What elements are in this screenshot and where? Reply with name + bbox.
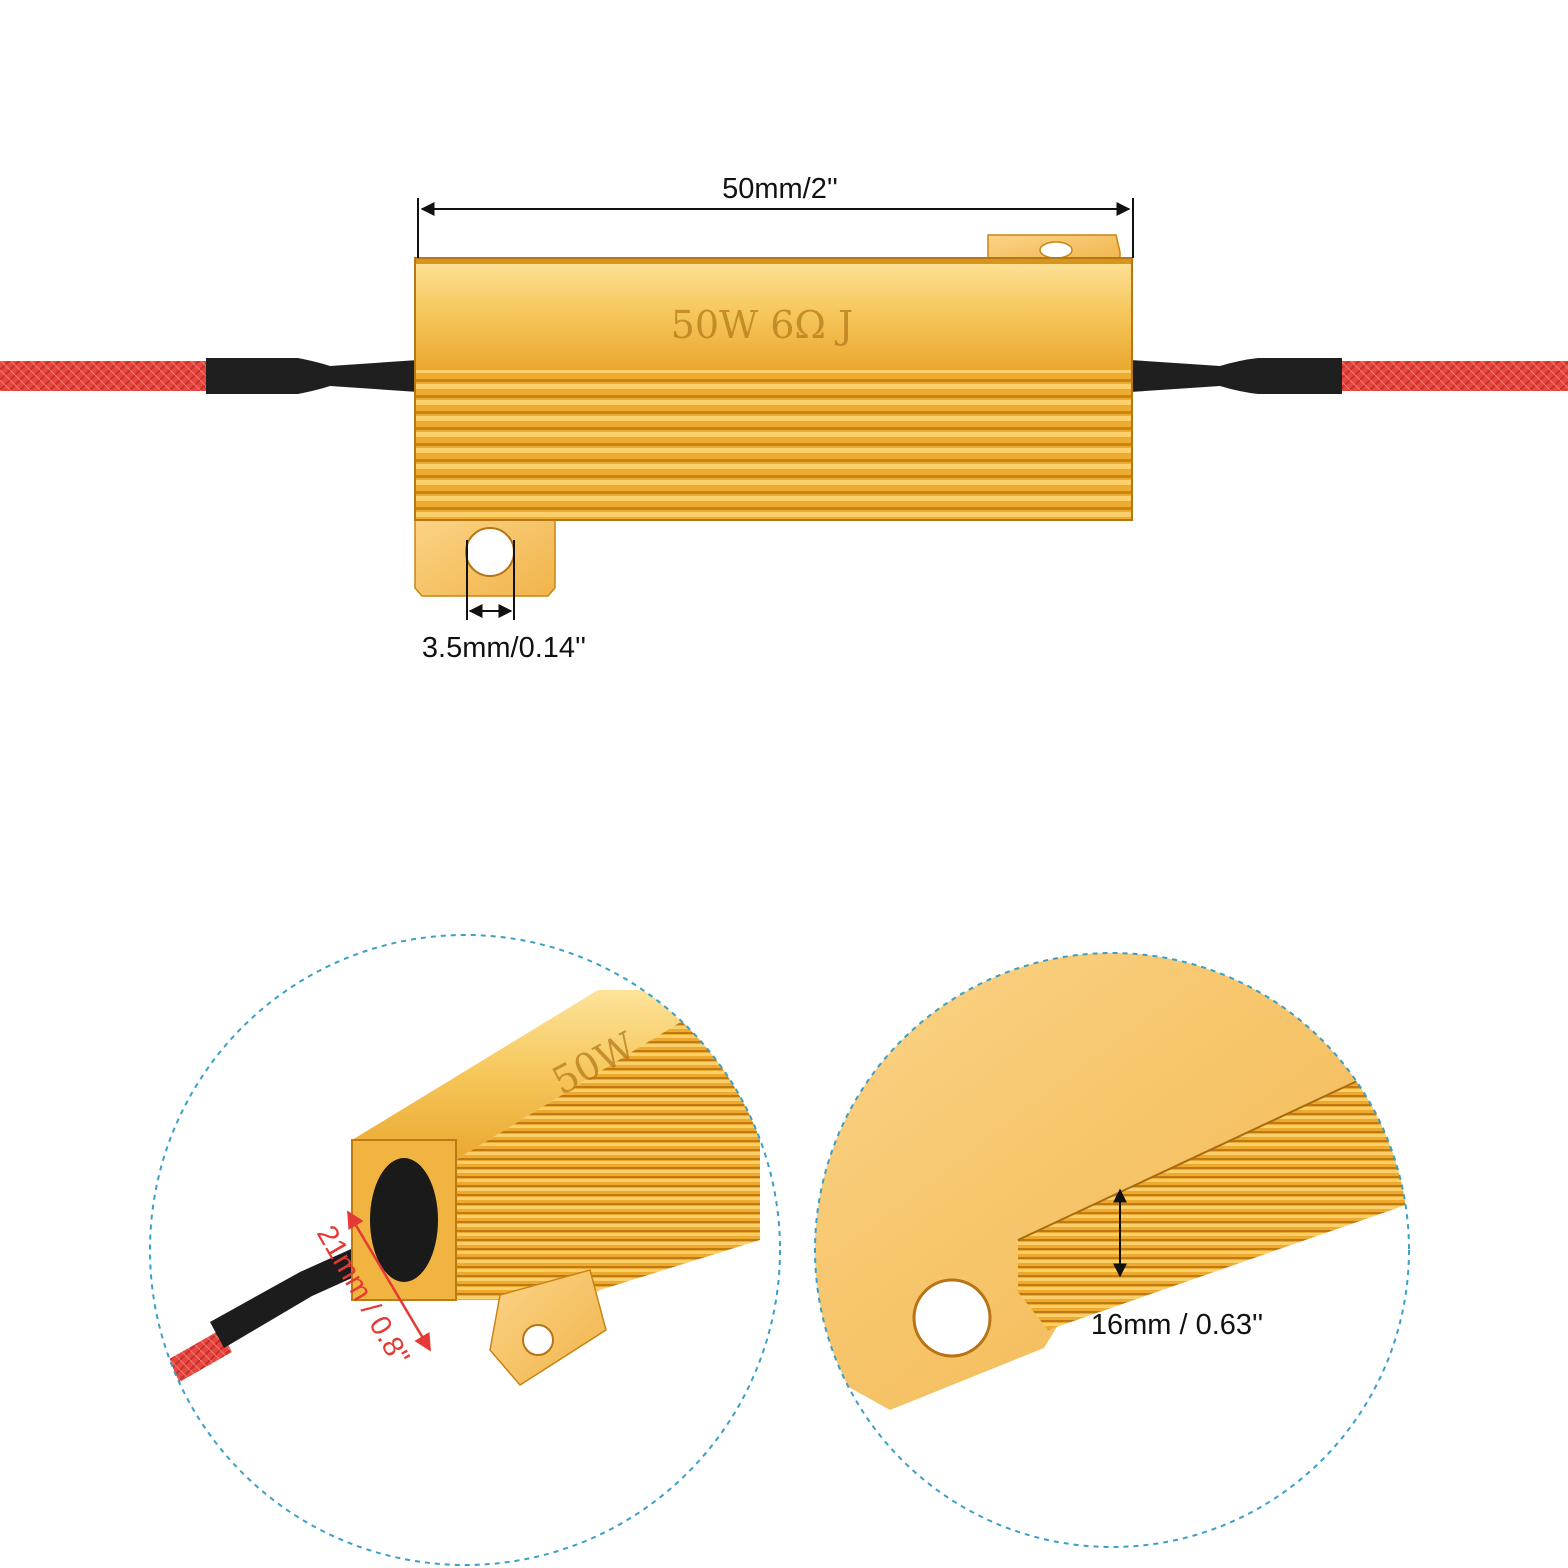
hole-label: 3.5mm/0.14'' <box>422 632 586 664</box>
diameter-dimension-line <box>346 1210 432 1352</box>
resistor-side-view: 50W 6Ω J 50mm/2'' 3.5mm/0.14'' <box>0 173 1568 664</box>
resistor-marking: 50W 6Ω J <box>671 303 854 347</box>
detail-mounting-hole <box>522 1324 554 1356</box>
right-sleeve <box>1130 358 1342 394</box>
resistor-body-fins <box>415 370 1132 520</box>
length-label: 50mm/2'' <box>722 173 838 205</box>
right-wire <box>1338 361 1568 391</box>
detail-mounting-tab <box>489 1269 607 1386</box>
detail-body-top <box>352 990 700 1160</box>
resistor-body-top <box>415 258 1132 370</box>
left-sleeve <box>206 358 418 394</box>
end-view-detail: 50W 21mm / 0.8" <box>149 934 781 1566</box>
base-plate-detail: 16mm / 0.63'' <box>814 952 1410 1548</box>
detail-circle-right <box>814 952 1410 1548</box>
detail-end-opening <box>370 1158 438 1282</box>
mounting-hole <box>465 527 515 577</box>
left-wire <box>0 361 210 391</box>
detail-plate-hole <box>912 1278 992 1358</box>
height-label: 16mm / 0.63'' <box>1091 1309 1263 1341</box>
detail-body-fins <box>456 1010 760 1300</box>
detail-circle-left <box>149 934 781 1566</box>
